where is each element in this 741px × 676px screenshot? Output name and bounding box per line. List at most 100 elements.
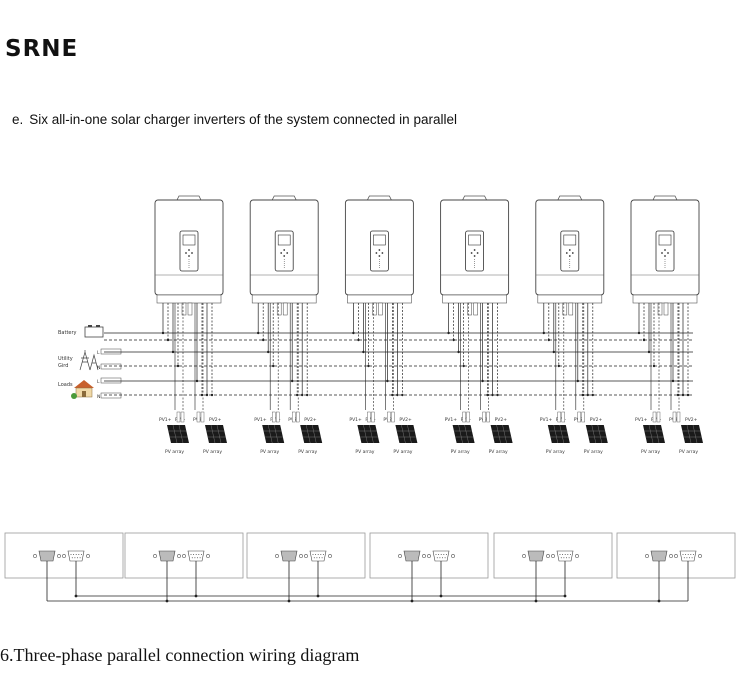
loads-label: Loads — [58, 382, 73, 388]
pin-dot — [568, 557, 570, 559]
pin-dot — [566, 557, 567, 559]
lcd-screen — [373, 234, 386, 246]
junction-dot — [262, 338, 265, 342]
pin-dot — [79, 557, 81, 559]
pv-terminal-label: PV2+ — [304, 417, 317, 423]
screw-icon — [153, 554, 157, 558]
panel-button — [185, 252, 187, 254]
pin-dot — [197, 557, 198, 559]
panel-grid — [458, 424, 463, 444]
screw-icon — [522, 554, 526, 558]
panel-grid — [591, 424, 596, 444]
fuse-block — [562, 302, 568, 316]
pin-dot — [317, 554, 319, 555]
pin-dot — [689, 557, 690, 559]
panel-grid — [502, 424, 507, 444]
pv-connector — [276, 411, 280, 423]
brand-logo: SRNE — [5, 36, 79, 62]
solar-panel-face — [205, 425, 227, 443]
pin-dot — [442, 557, 443, 559]
pv-array-label: PV array — [679, 449, 698, 455]
pin-dot — [316, 557, 318, 559]
panel-button — [283, 249, 286, 251]
fuse-block — [372, 302, 377, 316]
pv-connector — [391, 411, 395, 423]
comm-port-box-2 — [124, 532, 244, 603]
pv-array-label: PV array — [355, 449, 374, 455]
solar-panel-icon — [490, 424, 513, 444]
lcd-screen — [563, 234, 577, 246]
lcd-screen — [658, 234, 672, 246]
pin-dot — [686, 557, 688, 559]
pin-dot — [685, 554, 687, 555]
screw-icon — [182, 554, 186, 558]
comm-box-frame — [493, 532, 613, 579]
pv-connector — [180, 411, 185, 423]
junction-dot — [357, 338, 360, 342]
pv-terminal-label: PV1+ — [540, 417, 553, 423]
pv-terminal-label: PV1- — [365, 417, 376, 423]
comm-box-frame — [4, 532, 124, 579]
svg-text:N: N — [97, 394, 100, 400]
screw-icon — [669, 554, 673, 558]
pin-dot — [194, 557, 196, 559]
panel-grid — [216, 424, 222, 444]
junction-dot — [686, 393, 690, 397]
panel-grid — [559, 424, 564, 444]
screw-icon — [551, 554, 555, 558]
pv-terminal-label: PV1- — [175, 417, 186, 423]
panel-button — [476, 252, 479, 254]
inverter-handle — [462, 195, 487, 201]
pv-connector — [196, 411, 201, 423]
fuse-block — [568, 302, 574, 316]
pin-dot — [436, 557, 438, 559]
pin-dot — [322, 554, 324, 555]
panel-button — [191, 252, 193, 254]
junction-dot — [272, 364, 275, 368]
solar-panel-icon — [547, 424, 570, 444]
solar-panel-face — [395, 425, 418, 443]
pin-dot — [435, 554, 437, 555]
lcd-screen — [182, 234, 196, 246]
screw-icon — [57, 554, 61, 558]
pv-connector — [676, 411, 681, 423]
pv-connector — [577, 411, 581, 423]
junction-dot — [296, 393, 299, 397]
comm-port-box-6 — [616, 532, 736, 603]
panel-button — [568, 249, 571, 251]
pv-terminal-label: PV2+ — [495, 417, 508, 423]
pin-dot — [321, 557, 323, 559]
pv-array-label: PV array — [451, 449, 470, 455]
pin-dot — [315, 554, 317, 555]
panel-grid — [306, 424, 311, 444]
solar-panel-face — [262, 425, 285, 443]
panel-grid — [274, 424, 279, 444]
solar-panel-icon — [167, 424, 189, 444]
panel-grid — [369, 424, 374, 444]
db9-port-icon — [38, 550, 56, 562]
utility-tower-icon — [79, 350, 99, 371]
solar-panel-icon — [395, 424, 418, 444]
pin-dot — [440, 554, 442, 555]
panel-button — [283, 255, 286, 257]
panel-grid — [401, 424, 406, 444]
panel-button — [667, 252, 669, 254]
solar-panel-face — [585, 425, 608, 443]
solar-panel-icon — [205, 424, 227, 444]
screw-icon — [398, 554, 402, 558]
panel-button — [473, 255, 476, 257]
junction-dot — [306, 393, 309, 397]
screw-icon — [299, 554, 303, 558]
junction-dot — [496, 393, 499, 397]
terminal-cover — [537, 294, 603, 304]
panel-button — [568, 255, 571, 257]
pin-dot — [563, 557, 565, 559]
pv-terminal-label: PV1+ — [635, 417, 648, 423]
panel-button — [286, 252, 289, 254]
pin-dot — [687, 554, 689, 555]
pin-dot — [313, 557, 315, 559]
